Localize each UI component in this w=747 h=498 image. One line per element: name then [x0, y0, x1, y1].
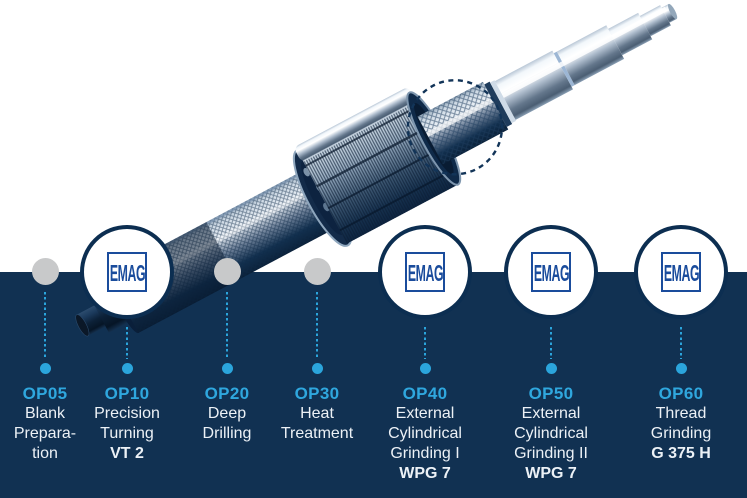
connector-dot — [675, 363, 687, 374]
step-description-line: Cylindrical — [514, 425, 588, 442]
step-description-line: Heat — [300, 405, 334, 422]
emag-logo-text: EMAG — [663, 260, 699, 288]
connector-dot — [545, 363, 557, 374]
emag-logo: EMAG — [107, 252, 147, 292]
emag-logo: EMAG — [531, 252, 571, 292]
op-number: OP20 — [204, 384, 250, 403]
emag-logo-text: EMAG — [533, 260, 569, 288]
process-dot — [303, 258, 331, 285]
connector-dashed-line — [679, 327, 683, 359]
step-description-line: Precision — [94, 405, 160, 422]
step-description-line: Blank — [24, 405, 66, 422]
emag-machine-badge[interactable]: EMAG — [634, 225, 728, 319]
step-description-line: Grinding — [650, 425, 712, 442]
emag-logo: EMAG — [661, 252, 701, 292]
step-description-line: Grinding I — [390, 445, 460, 462]
step-description-line: Thread — [655, 405, 707, 422]
machine-name: WPG 7 — [399, 465, 451, 482]
connector-dashed-line — [423, 327, 427, 359]
emag-machine-badge[interactable]: EMAG — [378, 225, 472, 319]
connector-dashed-line — [315, 292, 319, 359]
emag-logo-text: EMAG — [109, 260, 145, 288]
emag-logo: EMAG — [405, 252, 445, 292]
emag-machine-badge[interactable]: EMAG — [80, 225, 174, 319]
process-dot — [213, 258, 241, 285]
step-description-line: Prepara- — [13, 425, 77, 442]
connector-dashed-line — [43, 292, 47, 359]
process-dot — [31, 258, 59, 285]
machine-name: WPG 7 — [525, 465, 577, 482]
op-number: OP30 — [294, 384, 340, 403]
machine-name: VT 2 — [110, 445, 144, 462]
connector-dot — [311, 363, 323, 374]
step-description-line: Deep — [207, 405, 247, 422]
emag-machine-badge[interactable]: EMAG — [504, 225, 598, 319]
op-number: OP40 — [402, 384, 448, 403]
op-number: OP50 — [528, 384, 574, 403]
connector-dot — [39, 363, 51, 374]
connector-dashed-line — [125, 327, 129, 359]
step-description-line: tion — [32, 445, 58, 462]
op-number: OP05 — [22, 384, 68, 403]
step-description-line: Grinding II — [514, 445, 588, 462]
connector-dashed-line — [549, 327, 553, 359]
connector-dashed-line — [225, 292, 229, 359]
step-description-line: Turning — [100, 425, 154, 442]
emag-logo-text: EMAG — [407, 260, 443, 288]
connector-dot — [419, 363, 431, 374]
connector-dot — [221, 363, 233, 374]
op-number: OP60 — [658, 384, 704, 403]
machine-name: G 375 H — [651, 445, 711, 462]
step-description-line: External — [395, 405, 455, 422]
step-description-line: Drilling — [202, 425, 252, 442]
step-description-line: Cylindrical — [388, 425, 462, 442]
op-number: OP10 — [104, 384, 150, 403]
step-description-line: Treatment — [280, 425, 354, 442]
connector-dot — [121, 363, 133, 374]
step-description-line: External — [521, 405, 581, 422]
